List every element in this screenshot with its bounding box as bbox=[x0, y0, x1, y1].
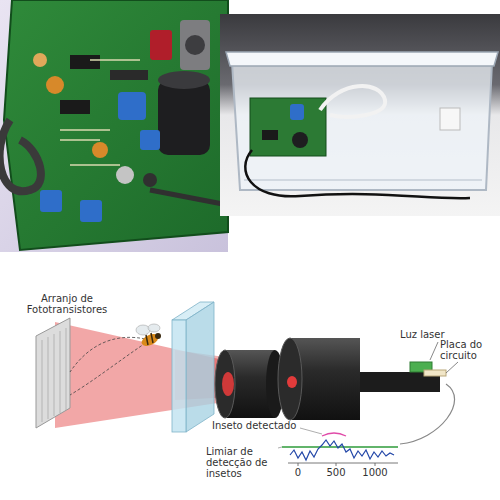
board-photo-part bbox=[118, 92, 146, 120]
board-photo-part bbox=[80, 200, 102, 222]
board-photo-part bbox=[60, 100, 90, 114]
box-photo bbox=[220, 14, 500, 216]
board-photo-part bbox=[116, 166, 134, 184]
signal-plot-part bbox=[300, 428, 322, 434]
axis-tick-label: 0 bbox=[295, 467, 301, 478]
schematic-part bbox=[36, 318, 70, 428]
schematic-part bbox=[287, 376, 297, 388]
annotation-label: Inseto detectado bbox=[212, 420, 307, 431]
box-photo-part bbox=[440, 108, 460, 130]
part-label: Arranjo de Fototransistores bbox=[12, 293, 122, 315]
axis-tick-label: 1000 bbox=[362, 467, 387, 478]
board-photo bbox=[0, 0, 228, 252]
schematic-part bbox=[430, 342, 438, 360]
bee-part bbox=[140, 332, 161, 349]
schematic-part bbox=[172, 320, 186, 432]
bee-part bbox=[136, 325, 150, 335]
box-photo-part bbox=[245, 150, 470, 198]
part-label: Luz laser bbox=[400, 329, 470, 340]
box-photo-part bbox=[244, 179, 482, 181]
schematic-part bbox=[42, 328, 66, 422]
board-photo-part bbox=[150, 30, 172, 60]
board-photo-part bbox=[70, 55, 100, 69]
board-photo-part bbox=[33, 53, 47, 67]
annotation-label: Limiar de detecção de insetos bbox=[206, 446, 278, 479]
bee bbox=[136, 324, 161, 348]
box-photo-part bbox=[220, 14, 500, 216]
board-photo-part bbox=[150, 190, 228, 205]
schematic bbox=[36, 302, 458, 466]
schematic-part bbox=[278, 338, 302, 420]
box-photo-part bbox=[226, 52, 498, 66]
board-photo-part bbox=[158, 71, 210, 89]
board-photo-part bbox=[143, 173, 157, 187]
board-photo-part bbox=[185, 35, 205, 55]
schematic-part bbox=[55, 322, 250, 428]
schematic-part bbox=[70, 337, 150, 395]
signal-plot-part bbox=[278, 447, 282, 448]
signal-plot-part bbox=[290, 440, 394, 460]
bee-part bbox=[155, 333, 161, 339]
schematic-part bbox=[400, 384, 455, 444]
box-photo-part bbox=[320, 86, 385, 117]
schematic-part bbox=[222, 372, 234, 396]
signal-plot-part bbox=[288, 463, 398, 464]
board-photo-part bbox=[40, 190, 62, 212]
board-photo-part bbox=[46, 76, 64, 94]
part-label: Placa do circuito bbox=[440, 339, 498, 361]
schematic-part bbox=[215, 350, 235, 418]
box-photo-part bbox=[262, 130, 278, 140]
bee-part bbox=[148, 324, 160, 332]
box-photo-part bbox=[292, 132, 308, 148]
schematic-part bbox=[186, 302, 214, 432]
schematic-part bbox=[446, 362, 458, 373]
board-photo-part bbox=[140, 130, 160, 150]
board-photo-part bbox=[4, 0, 228, 250]
bee-part bbox=[146, 333, 153, 345]
schematic-part bbox=[424, 370, 446, 376]
box-photo-part bbox=[250, 98, 326, 156]
box-photo-part bbox=[290, 104, 304, 120]
board-photo-part bbox=[0, 120, 41, 191]
board-photo-part bbox=[158, 80, 210, 155]
board-photo-part bbox=[60, 60, 140, 165]
signal-plot-part bbox=[298, 463, 375, 466]
board-photo-part bbox=[110, 70, 148, 80]
board-photo-part bbox=[92, 142, 108, 158]
box-photo-part bbox=[232, 62, 492, 190]
board-photo-part bbox=[180, 20, 210, 70]
axis-tick-label: 500 bbox=[326, 467, 345, 478]
board-photo-part bbox=[0, 0, 228, 252]
signal-plot-part bbox=[322, 433, 346, 436]
signal-plot bbox=[278, 428, 398, 466]
